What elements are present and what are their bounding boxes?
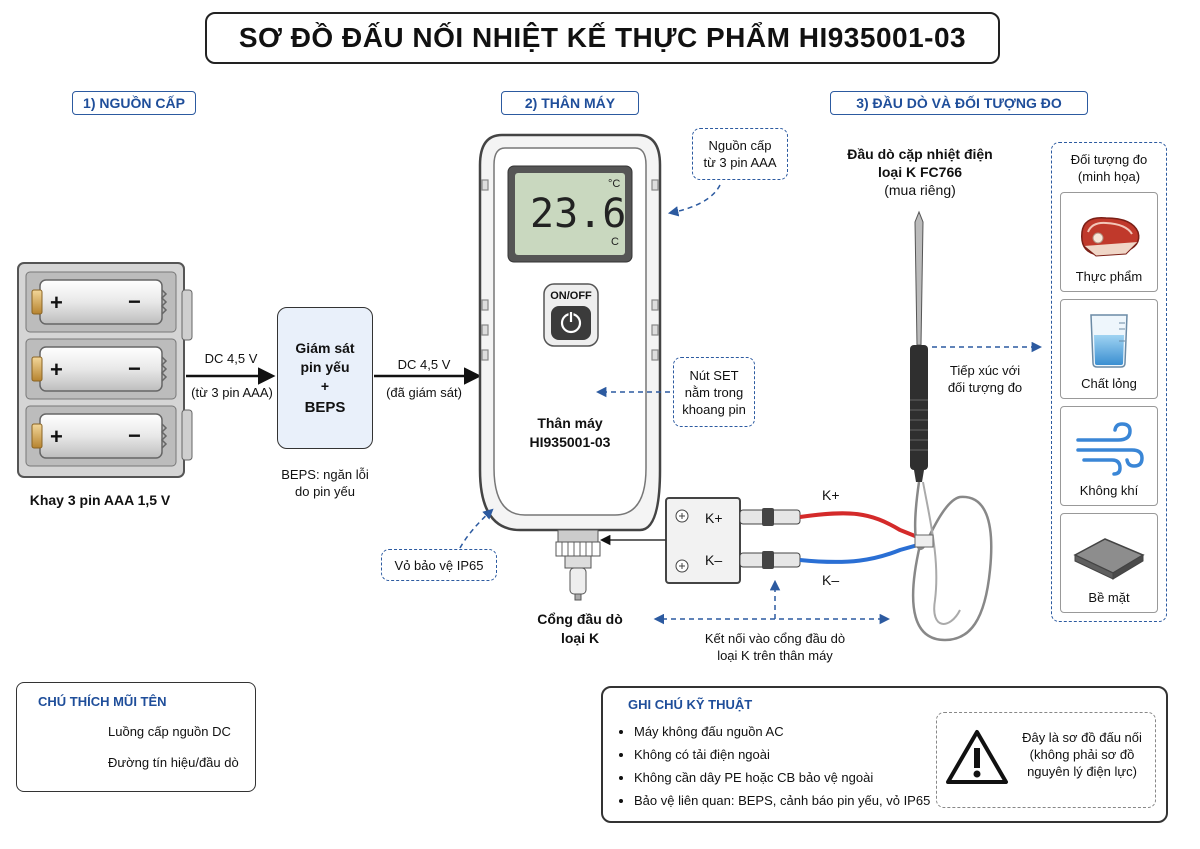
legend-solid-label: Luồng cấp nguồn DC [108,724,231,739]
probe-label: Đầu dò cặp nhiệt điện loại K FC766 (mua … [830,145,1010,199]
warning-box [936,712,1156,808]
surface-plate-icon [1073,538,1145,580]
section-power: 1) NGUỒN CẤP [72,91,196,115]
note-item: Bảo vệ liên quan: BEPS, cảnh báo pin yếu… [634,789,954,812]
note-item: Không cần dây PE hoặc CB bảo vệ ngoài [634,766,954,789]
legend-title: CHÚ THÍCH MŨI TÊN [38,694,167,709]
probe-contact-label: Tiếp xúc với đối tượng đo [935,362,1035,396]
callout-power-source-2: từ 3 pin AAA [703,155,777,170]
object-label-liquid: Chất lỏng [1081,376,1137,391]
monitor-line-4: BEPS [304,399,346,416]
battery-caption: Khay 3 pin AAA 1,5 V [29,492,171,508]
beps-note-2: do pin yếu [295,484,355,499]
lcd-screen [515,173,625,255]
legend-dashed-label: Đường tín hiệu/đầu dò [108,755,239,770]
port-label-2: loại K [560,630,600,646]
meter-label: Thân máy HI935001-03 [510,414,630,452]
note-item: Máy không đấu nguồn AC [634,720,954,743]
callout-set-2: nằm trong [684,384,744,400]
connection-note: Kết nối vào cổng đầu dò loại K trên thân… [685,630,865,664]
callout-set-1: Nút SET [689,367,739,383]
note-item: Không có tải điện ngoài [634,743,954,766]
power-button-label: ON/OFF [550,290,592,302]
battery-minus-3: − [128,423,141,448]
meter-device [478,133,662,601]
battery-2 [25,338,177,400]
section-probe: 3) ĐẦU DÒ VÀ ĐỐI TƯỢNG ĐO [830,91,1088,115]
dc-link-2-top: DC 4,5 V [397,357,451,372]
connection-note-1: Kết nối vào cổng đầu dò [704,631,846,646]
monitor-line-2: pin yếu [300,359,350,375]
probe-label-3: (mua riêng) [884,182,956,198]
section-body: 2) THÂN MÁY [501,91,639,115]
wire-k-plus [799,511,926,542]
probe-label-1: Đầu dò cặp nhiệt điện [847,146,993,162]
warning-text-1: Đây là sơ đồ đấu nối [1022,730,1142,745]
connection-note-2: loại K trên thân máy [717,648,833,663]
probe-label-2: loại K FC766 [877,164,963,180]
lcd-unit-bottom: C [611,236,619,248]
object-card-air: Không khí [1060,406,1158,506]
wind-icon [1076,422,1144,476]
objects-header: Đối tượng đo (minh họa) [1051,151,1167,185]
warning-triangle-icon [946,730,1008,784]
battery-plus-1: + [50,290,63,315]
port-label: Cổng đầu dò loại K [520,610,640,648]
callout-housing: Vỏ bảo vệ IP65 [381,549,497,581]
connector-kminus: K– [705,552,723,568]
warning-text: Đây là sơ đồ đấu nối (không phải sơ đồ n… [1014,729,1150,780]
beaker-icon [1090,314,1128,368]
battery-minus-1: − [128,289,141,314]
beps-note-1: BEPS: ngăn lỗi [281,467,369,482]
arrow-legend [16,682,256,792]
battery-minus-2: − [128,356,141,381]
object-label-surface: Bề mặt [1088,590,1130,605]
object-card-food: Thực phẩm [1060,192,1158,292]
battery-tray [17,262,193,478]
meter-label-1: Thân máy [537,415,603,431]
callout-power-source: Nguồn cấp từ 3 pin AAA [692,128,788,180]
notes-list: Máy không đấu nguồn AC Không có tải điện… [616,720,954,812]
battery-1 [25,271,177,333]
warning-text-3: nguyên lý điện lực) [1027,764,1137,779]
callout-power-source-1: Nguồn cấp [708,138,772,153]
object-card-surface: Bề mặt [1060,513,1158,613]
object-label-air: Không khí [1079,483,1139,498]
meter-label-2: HI935001-03 [529,434,611,450]
lcd-unit-top: °C [608,178,621,190]
callout-set-button: Nút SET nằm trong khoang pin [673,357,755,427]
wire-k-minus [799,541,926,564]
battery-monitor-box: Giám sát pin yếu + BEPS [277,307,373,449]
port-label-1: Cổng đầu dò [537,611,623,627]
notes-title: GHI CHÚ KỸ THUẬT [628,697,753,712]
battery-plus-2: + [50,357,63,382]
monitor-line-3: + [320,378,330,394]
wire-kminus-label: K– [822,572,840,588]
lcd-reading: 23.6 [530,191,627,237]
objects-header-2: (minh họa) [1077,169,1141,184]
connector-kplus: K+ [705,510,723,526]
k-connector [665,497,801,584]
meat-icon [1081,217,1140,257]
wire-kplus-label: K+ [822,487,840,503]
probe-contact-2: đối tượng đo [947,380,1023,395]
battery-3 [25,405,177,467]
dc-link-1-bottom: (từ 3 pin AAA) [191,385,273,400]
probe-contact-1: Tiếp xúc với [949,363,1021,378]
dc-link-1-top: DC 4,5 V [204,351,258,366]
monitor-line-1: Giám sát [295,340,355,356]
thermocouple-probe [910,210,993,642]
page-title: SƠ ĐỒ ĐẤU NỐI NHIỆT KẾ THỰC PHẨM HI93500… [205,12,1000,64]
object-label-food: Thực phẩm [1075,269,1143,284]
warning-text-2: (không phải sơ đồ [1029,747,1135,762]
object-card-liquid: Chất lỏng [1060,299,1158,399]
callout-set-3: khoang pin [682,401,746,417]
dc-link-2-bottom: (đã giám sát) [386,385,462,400]
objects-header-1: Đối tượng đo [1070,152,1148,167]
battery-plus-3: + [50,424,63,449]
beps-note: BEPS: ngăn lỗi do pin yếu [270,466,380,500]
